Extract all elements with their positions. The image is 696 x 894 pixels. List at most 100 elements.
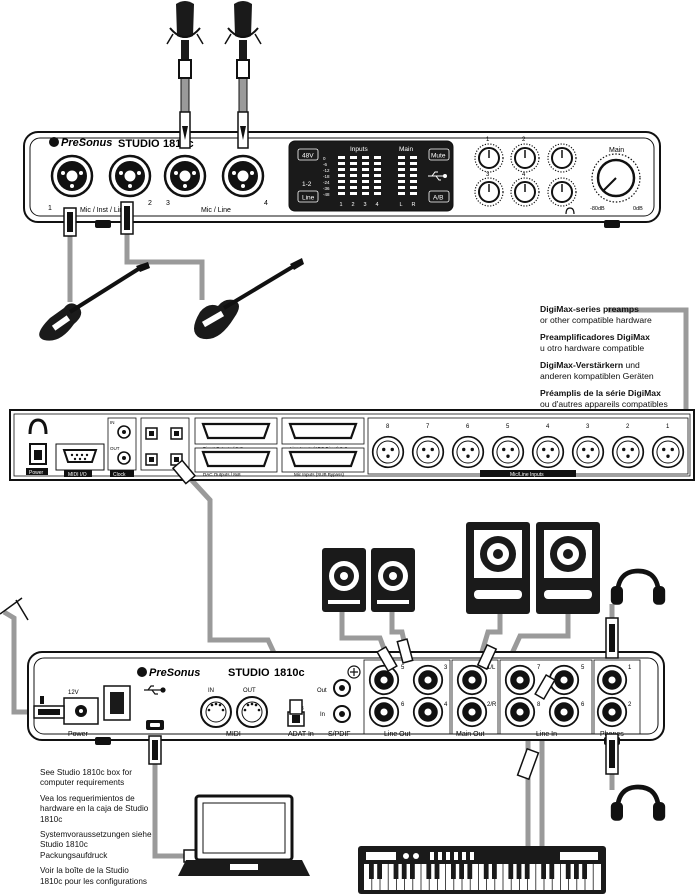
main-volume-knob[interactable] [591, 153, 641, 203]
main-out-l-label: 1/L [487, 665, 496, 671]
digimax-channel-number: 4 [546, 424, 550, 430]
plug-icon [396, 638, 414, 664]
usb-cable [152, 742, 196, 859]
main-out-right-jack[interactable] [456, 696, 488, 728]
electric-guitar-icon [194, 258, 304, 340]
digimax-xlr-input[interactable] [411, 435, 445, 469]
level-meters [338, 156, 417, 195]
phones-1-jack[interactable] [596, 664, 628, 696]
plug-icon [605, 617, 619, 659]
main-out-r-label: 2/R [487, 702, 497, 708]
monitor-mix-knob[interactable] [547, 143, 577, 173]
line-out-3-jack[interactable] [412, 664, 444, 696]
line-out-label: Line Out [384, 731, 411, 738]
black-key [467, 864, 473, 879]
requirements-en: See Studio 1810c box for computer requir… [40, 768, 132, 788]
power-switch[interactable] [103, 685, 131, 721]
meter-segment [338, 162, 345, 165]
white-key [487, 864, 495, 890]
mic-inputs-db25[interactable] [281, 447, 365, 473]
line-inputs-db25[interactable] [281, 417, 365, 445]
black-key [451, 864, 456, 879]
meter-col-label: L [400, 202, 403, 208]
line-in-6-jack[interactable] [548, 696, 580, 728]
line-out-4-jack[interactable] [412, 696, 444, 728]
midi-io-port[interactable] [55, 443, 105, 471]
white-key [511, 864, 519, 890]
direct-outputs-db25[interactable] [194, 417, 278, 445]
black-key [565, 864, 571, 879]
studio-monitor-large-icon [466, 522, 530, 614]
line-out-6-jack[interactable] [368, 696, 400, 728]
meter-segment [362, 162, 369, 165]
midi-out-port[interactable] [236, 696, 268, 728]
meter-col-label: R [412, 202, 416, 208]
clock-out-label: OUT [110, 446, 120, 451]
phantom-48v-button[interactable] [297, 148, 319, 161]
white-key [593, 864, 601, 890]
combo-jack-2[interactable] [108, 154, 152, 198]
line-in-label: Line In [536, 731, 557, 738]
spdif-out-port[interactable] [333, 679, 351, 697]
gain-knob-1[interactable] [474, 143, 504, 173]
meter-segment [350, 186, 357, 189]
mute-button[interactable] [428, 148, 450, 161]
plug-icon [605, 733, 619, 775]
white-key [421, 864, 429, 890]
dac-outputs-db25[interactable] [194, 447, 278, 473]
digimax-xlr-input[interactable] [571, 435, 605, 469]
rear-model-number: 1810c [274, 667, 305, 679]
line-out-5-jack[interactable] [368, 664, 400, 696]
midi-out-label: OUT [243, 688, 256, 694]
gain-knob-3[interactable] [474, 177, 504, 207]
plug-icon [237, 111, 249, 149]
meter-segment [362, 180, 369, 183]
phones-2-jack[interactable] [596, 696, 628, 728]
plug-icon [476, 643, 498, 671]
line-button[interactable] [297, 190, 319, 203]
digimax-xlr-input[interactable] [651, 435, 685, 469]
line-in-num-7: 7 [537, 665, 541, 671]
combo-jack-4[interactable] [221, 154, 265, 198]
adat-in-label: ADAT In [288, 731, 314, 738]
ab-button[interactable] [428, 190, 450, 203]
line-in-8-jack[interactable] [504, 696, 536, 728]
digimax-xlr-input[interactable] [451, 435, 485, 469]
meter-segment [350, 180, 357, 183]
black-key [516, 864, 522, 879]
main-out-left-jack[interactable] [456, 664, 488, 696]
front-display: 48V 1-2 Line Inputs Main 0-6-12-18-24-36… [288, 140, 454, 212]
meter-segment [338, 156, 345, 159]
meter-segment [410, 174, 417, 177]
dc-power-input[interactable] [63, 697, 99, 725]
combo-jack-1[interactable] [50, 154, 94, 198]
mic-line-inputs-label: Mic/Line Inputs [510, 472, 544, 478]
headphones-icon [611, 787, 665, 821]
black-key [410, 864, 415, 879]
gain-knob-4[interactable] [510, 177, 540, 207]
black-key [492, 864, 497, 879]
digimax-xlr-input[interactable] [491, 435, 525, 469]
digimax-xlr-input[interactable] [371, 435, 405, 469]
meter-segment [374, 168, 381, 171]
headphone-level-knob[interactable] [547, 177, 577, 207]
white-key [470, 864, 478, 890]
line-in-7-jack[interactable] [504, 664, 536, 696]
spdif-in-port[interactable] [333, 705, 351, 723]
white-key [364, 864, 372, 890]
black-key [401, 864, 407, 879]
midi-in-port[interactable] [200, 696, 232, 728]
white-key [544, 864, 552, 890]
gain-knob-2[interactable] [510, 143, 540, 173]
digimax-xlr-input[interactable] [531, 435, 565, 469]
meter-segment [374, 162, 381, 165]
plug-icon [171, 459, 197, 485]
white-key [478, 864, 487, 890]
spdif-in-label: In [320, 712, 325, 718]
digimax-xlr-input[interactable] [611, 435, 645, 469]
combo-jack-3[interactable] [163, 154, 207, 198]
white-key [503, 864, 511, 890]
knob-label-3: 3 [486, 172, 490, 178]
